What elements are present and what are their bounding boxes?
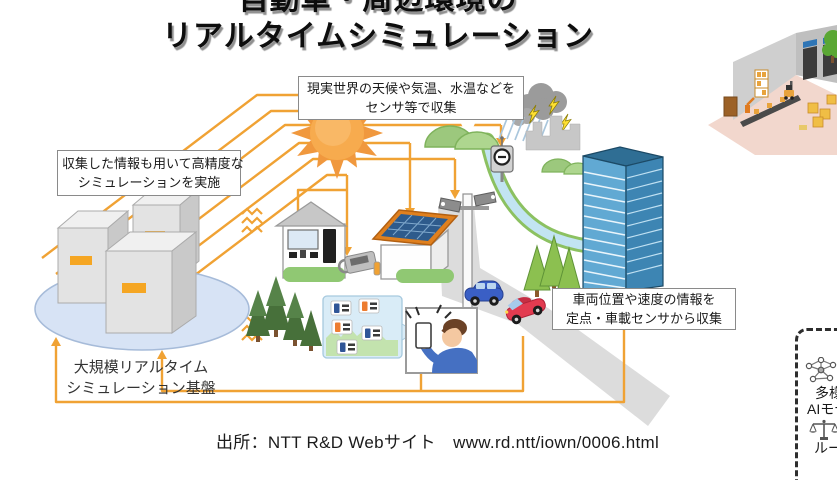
house-tv-icon bbox=[273, 201, 349, 282]
mountain-icon bbox=[424, 115, 500, 150]
source-citation: 出所：NTT R&D Webサイト www.rd.ntt/iown/0006.h… bbox=[216, 433, 660, 452]
solar-panel-house-icon bbox=[371, 209, 459, 283]
cabinet bbox=[723, 96, 738, 117]
callout-simulation: 収集した情報も用いて高精度な シミュレーションを実施 bbox=[57, 150, 244, 196]
tree-icon bbox=[822, 30, 837, 63]
water-level-sensor-icon bbox=[490, 136, 514, 182]
robot-arm-icon bbox=[745, 97, 755, 113]
red-car-icon bbox=[505, 297, 546, 325]
balance-scale-icon bbox=[809, 419, 837, 440]
city-skyline bbox=[525, 115, 593, 175]
surveillance-camera-icon bbox=[438, 197, 462, 213]
network-graph-icon bbox=[805, 357, 837, 383]
factory-icon bbox=[708, 25, 837, 155]
callout-simulation-line1: 収集した情報も用いて高精度な bbox=[62, 155, 244, 171]
simulation-platform bbox=[34, 187, 250, 351]
panel-label-rule: ルール bbox=[814, 440, 837, 456]
callout-vehicle-line2: 定点・車載センサから収集 bbox=[565, 311, 722, 326]
smartphone-icon bbox=[415, 322, 432, 349]
smart-devices-panel-icon bbox=[322, 295, 418, 359]
panel-label-ai-line2: AIモデル bbox=[807, 401, 837, 417]
forklift-icon bbox=[784, 81, 794, 100]
panel-label-ai-line1: 多様な bbox=[815, 385, 837, 401]
factory-door bbox=[803, 46, 817, 80]
callout-weather-line2: センサ等で収集 bbox=[365, 100, 457, 115]
callout-weather-sensing: 現実世界の天候や気温、水温などを センサ等で収集 bbox=[298, 76, 524, 120]
pine-trees-left bbox=[246, 276, 322, 351]
device-cards bbox=[330, 298, 383, 355]
cargo-boxes bbox=[799, 94, 837, 130]
conveyor-belt bbox=[740, 95, 801, 127]
platform-label: 大規模リアルタイム シミュレーション基盤 bbox=[35, 357, 247, 399]
tv-icon bbox=[287, 229, 319, 250]
page-title: 自動車・周辺環境の リアルタイムシミュレーション bbox=[148, 0, 608, 55]
lightning-icon bbox=[528, 95, 572, 133]
blue-car-icon bbox=[464, 280, 504, 306]
callout-vehicle-line1: 車両位置や速度の情報を bbox=[572, 291, 716, 307]
hedge bbox=[396, 269, 454, 283]
platform-label-line1: 大規模リアルタイム bbox=[73, 359, 209, 376]
appliance-icon bbox=[323, 229, 336, 263]
callout-simulation-line2: シミュレーションを実施 bbox=[77, 175, 221, 190]
storm-cloud-icon bbox=[498, 83, 572, 144]
office-building-icon bbox=[582, 146, 664, 292]
ai-model-panel: 多様な AIモデル ルール bbox=[795, 328, 837, 480]
surveillance-camera-pole bbox=[438, 191, 497, 323]
title-line-2: リアルタイムシミュレーション bbox=[162, 20, 594, 53]
callout-weather-line1: 現実世界の天候や気温、水温などを bbox=[306, 80, 515, 96]
small-device bbox=[373, 261, 381, 276]
server-cube-icon bbox=[104, 230, 198, 334]
callout-vehicle-sensing: 車両位置や速度の情報を 定点・車載センサから収集 bbox=[552, 288, 736, 330]
pedestrian-smartphone-icon bbox=[405, 304, 478, 374]
coffee-maker-icon bbox=[337, 250, 378, 274]
surveillance-camera-icon bbox=[473, 191, 497, 207]
title-line-1: 自動車・周辺環境の bbox=[148, 0, 608, 18]
hedge bbox=[283, 267, 345, 282]
platform-label-line2: シミュレーション基盤 bbox=[66, 380, 216, 397]
storage-shelf bbox=[754, 69, 769, 98]
